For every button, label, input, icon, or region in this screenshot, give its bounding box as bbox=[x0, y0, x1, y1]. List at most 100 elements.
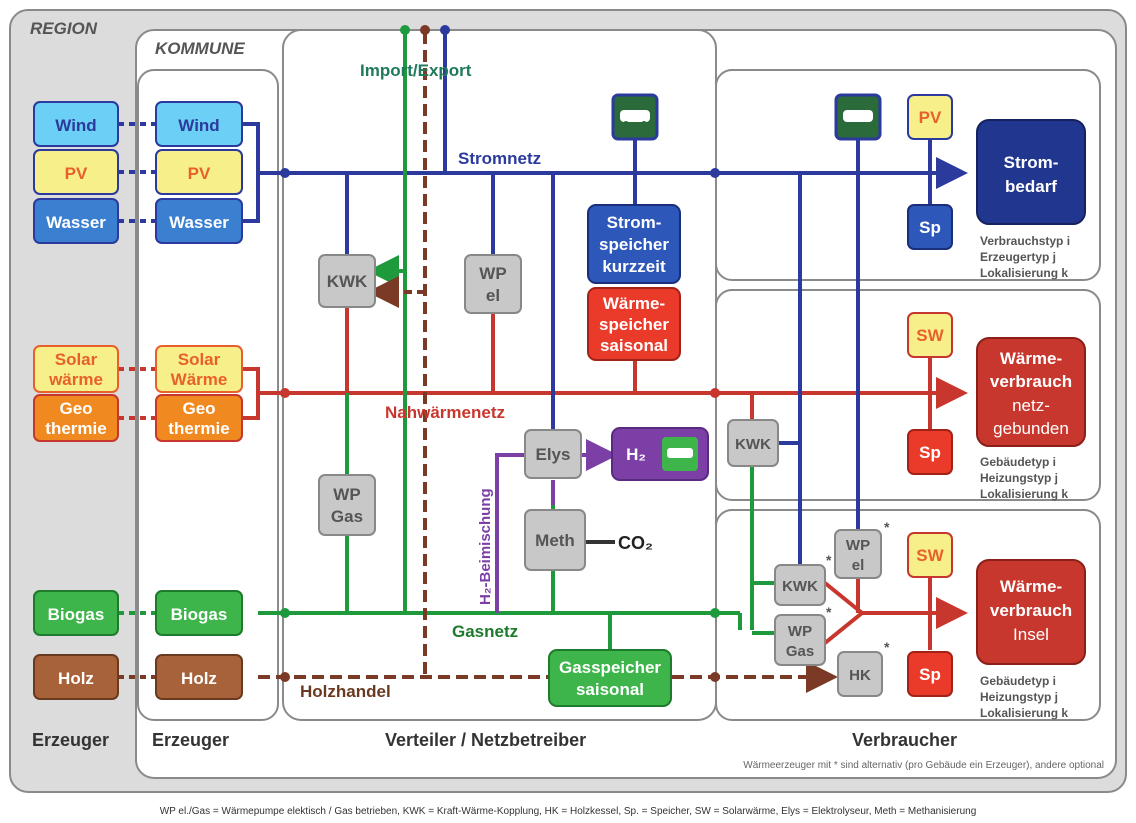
svg-text:Meth: Meth bbox=[535, 531, 575, 550]
svg-text:Holz: Holz bbox=[181, 669, 217, 688]
kwk-box: KWK bbox=[318, 254, 376, 308]
stromnetz-label: Stromnetz bbox=[458, 149, 541, 168]
kommune-solarwaerme-box: Solar Wärme bbox=[155, 345, 243, 393]
column-verbraucher: Verbraucher bbox=[852, 730, 957, 750]
svg-text:Strom-: Strom- bbox=[607, 213, 662, 232]
kwk-insel-box: KWK bbox=[774, 564, 826, 606]
region-pv-box: PV bbox=[33, 149, 119, 195]
consumer-sp-netz-box: Sp bbox=[907, 429, 953, 475]
region-solarwaerme-box: Solar wärme bbox=[33, 345, 119, 393]
meth-box: Meth bbox=[524, 509, 586, 571]
co2-label: CO₂ bbox=[618, 533, 653, 553]
svg-text:H₂: H₂ bbox=[626, 445, 646, 464]
kommune-pv-box: PV bbox=[155, 149, 243, 195]
info-insel-1: Gebäudetyp i bbox=[980, 674, 1056, 688]
svg-text:thermie: thermie bbox=[168, 419, 229, 438]
kommune-label: KOMMUNE bbox=[155, 39, 245, 58]
wp-gas-asterisk: * bbox=[826, 604, 832, 620]
svg-text:verbrauch: verbrauch bbox=[990, 601, 1072, 620]
svg-text:speicher: speicher bbox=[599, 315, 669, 334]
svg-text:PV: PV bbox=[919, 108, 942, 127]
consumer-sp-insel-box: Sp bbox=[907, 651, 953, 697]
svg-text:Wind: Wind bbox=[178, 116, 219, 135]
svg-text:speicher: speicher bbox=[599, 235, 669, 254]
wp-gas-insel-box: WP Gas bbox=[774, 614, 826, 666]
svg-text:Wärme-: Wärme- bbox=[1000, 577, 1062, 596]
holzhandel-label: Holzhandel bbox=[300, 682, 391, 701]
ev-charger-icon bbox=[611, 93, 659, 141]
info-strom-2: Erzeugertyp j bbox=[980, 250, 1056, 264]
wp-el-box: WP el bbox=[464, 254, 522, 314]
info-insel-3: Lokalisierung k bbox=[980, 706, 1068, 720]
region-label: REGION bbox=[30, 19, 98, 38]
svg-text:thermie: thermie bbox=[45, 419, 106, 438]
info-netz-3: Lokalisierung k bbox=[980, 487, 1068, 501]
waermeverbrauch-insel-box: Wärme- verbrauch Insel bbox=[976, 559, 1086, 665]
info-insel-2: Heizungstyp j bbox=[980, 690, 1058, 704]
info-netz-1: Gebäudetyp i bbox=[980, 455, 1056, 469]
h2-storage-box: H₂ bbox=[611, 427, 709, 481]
svg-text:verbrauch: verbrauch bbox=[990, 372, 1072, 391]
h2-beimischung-label: H₂-Beimischung bbox=[477, 488, 494, 605]
svg-text:el: el bbox=[486, 286, 500, 305]
svg-text:HK: HK bbox=[849, 667, 871, 684]
svg-text:KWK: KWK bbox=[735, 436, 771, 453]
svg-text:KWK: KWK bbox=[782, 578, 818, 595]
svg-text:Solar: Solar bbox=[178, 350, 221, 369]
svg-text:Wärme-: Wärme- bbox=[1000, 349, 1062, 368]
region-geothermie-box: Geo thermie bbox=[33, 394, 119, 442]
svg-text:Geo: Geo bbox=[59, 399, 92, 418]
footer-legend: WP el./Gas = Wärmepumpe elektisch / Gas … bbox=[160, 806, 977, 817]
kommune-biogas-box: Biogas bbox=[155, 590, 243, 636]
consumer-sw-netz-box: SW bbox=[907, 312, 953, 358]
gasspeicher-box: Gasspeicher saisonal bbox=[548, 649, 672, 707]
region-holz-box: Holz bbox=[33, 654, 119, 700]
consumer-sw-insel-box: SW bbox=[907, 532, 953, 578]
region-wind-box: Wind bbox=[33, 101, 119, 147]
consumer-sp-strom-box: Sp bbox=[907, 204, 953, 250]
svg-text:kurzzeit: kurzzeit bbox=[602, 257, 666, 276]
svg-text:Solar: Solar bbox=[55, 350, 98, 369]
svg-text:Biogas: Biogas bbox=[171, 605, 228, 624]
svg-text:Strom-: Strom- bbox=[1004, 153, 1059, 172]
consumer-pv-box: PV bbox=[907, 94, 953, 140]
kommune-wasser-box: Wasser bbox=[155, 198, 243, 244]
kwk-asterisk: * bbox=[826, 552, 832, 568]
kommune-geothermie-box: Geo thermie bbox=[155, 394, 243, 442]
stromspeicher-box: Strom- speicher kurzzeit bbox=[587, 204, 681, 284]
column-erzeuger-kommune: Erzeuger bbox=[152, 730, 229, 750]
column-verteiler: Verteiler / Netzbetreiber bbox=[385, 730, 586, 750]
svg-text:Biogas: Biogas bbox=[48, 605, 105, 624]
svg-text:bedarf: bedarf bbox=[1005, 177, 1057, 196]
hk-box: HK bbox=[837, 651, 883, 697]
hk-asterisk: * bbox=[884, 639, 890, 655]
svg-text:Wind: Wind bbox=[55, 116, 96, 135]
svg-text:WP: WP bbox=[479, 264, 506, 283]
svg-text:el: el bbox=[852, 557, 865, 574]
svg-text:saisonal: saisonal bbox=[600, 336, 668, 355]
svg-text:SW: SW bbox=[916, 546, 944, 565]
wp-el-insel-box: WP el bbox=[834, 529, 882, 579]
svg-text:Sp: Sp bbox=[919, 218, 941, 237]
svg-text:Wärme-: Wärme- bbox=[603, 294, 665, 313]
svg-text:Insel: Insel bbox=[1013, 625, 1049, 644]
svg-text:KWK: KWK bbox=[327, 272, 368, 291]
svg-text:PV: PV bbox=[188, 164, 211, 183]
kwk-consumer-box: KWK bbox=[727, 419, 779, 467]
wp-el-asterisk: * bbox=[884, 519, 890, 535]
info-strom-3: Lokalisierung k bbox=[980, 266, 1068, 280]
svg-text:Wärme: Wärme bbox=[171, 370, 228, 389]
region-wasser-box: Wasser bbox=[33, 198, 119, 244]
ev-charger-consumer-icon bbox=[834, 93, 882, 141]
svg-text:WP: WP bbox=[846, 537, 870, 554]
elys-box: Elys bbox=[524, 429, 582, 479]
svg-text:Wasser: Wasser bbox=[46, 213, 106, 232]
svg-text:Elys: Elys bbox=[536, 445, 571, 464]
strombedarf-box: Strom- bedarf bbox=[976, 119, 1086, 225]
svg-text:Gasspeicher: Gasspeicher bbox=[559, 658, 661, 677]
region-biogas-box: Biogas bbox=[33, 590, 119, 636]
svg-text:SW: SW bbox=[916, 326, 944, 345]
svg-text:Gas: Gas bbox=[331, 507, 363, 526]
column-erzeuger-region: Erzeuger bbox=[32, 730, 109, 750]
